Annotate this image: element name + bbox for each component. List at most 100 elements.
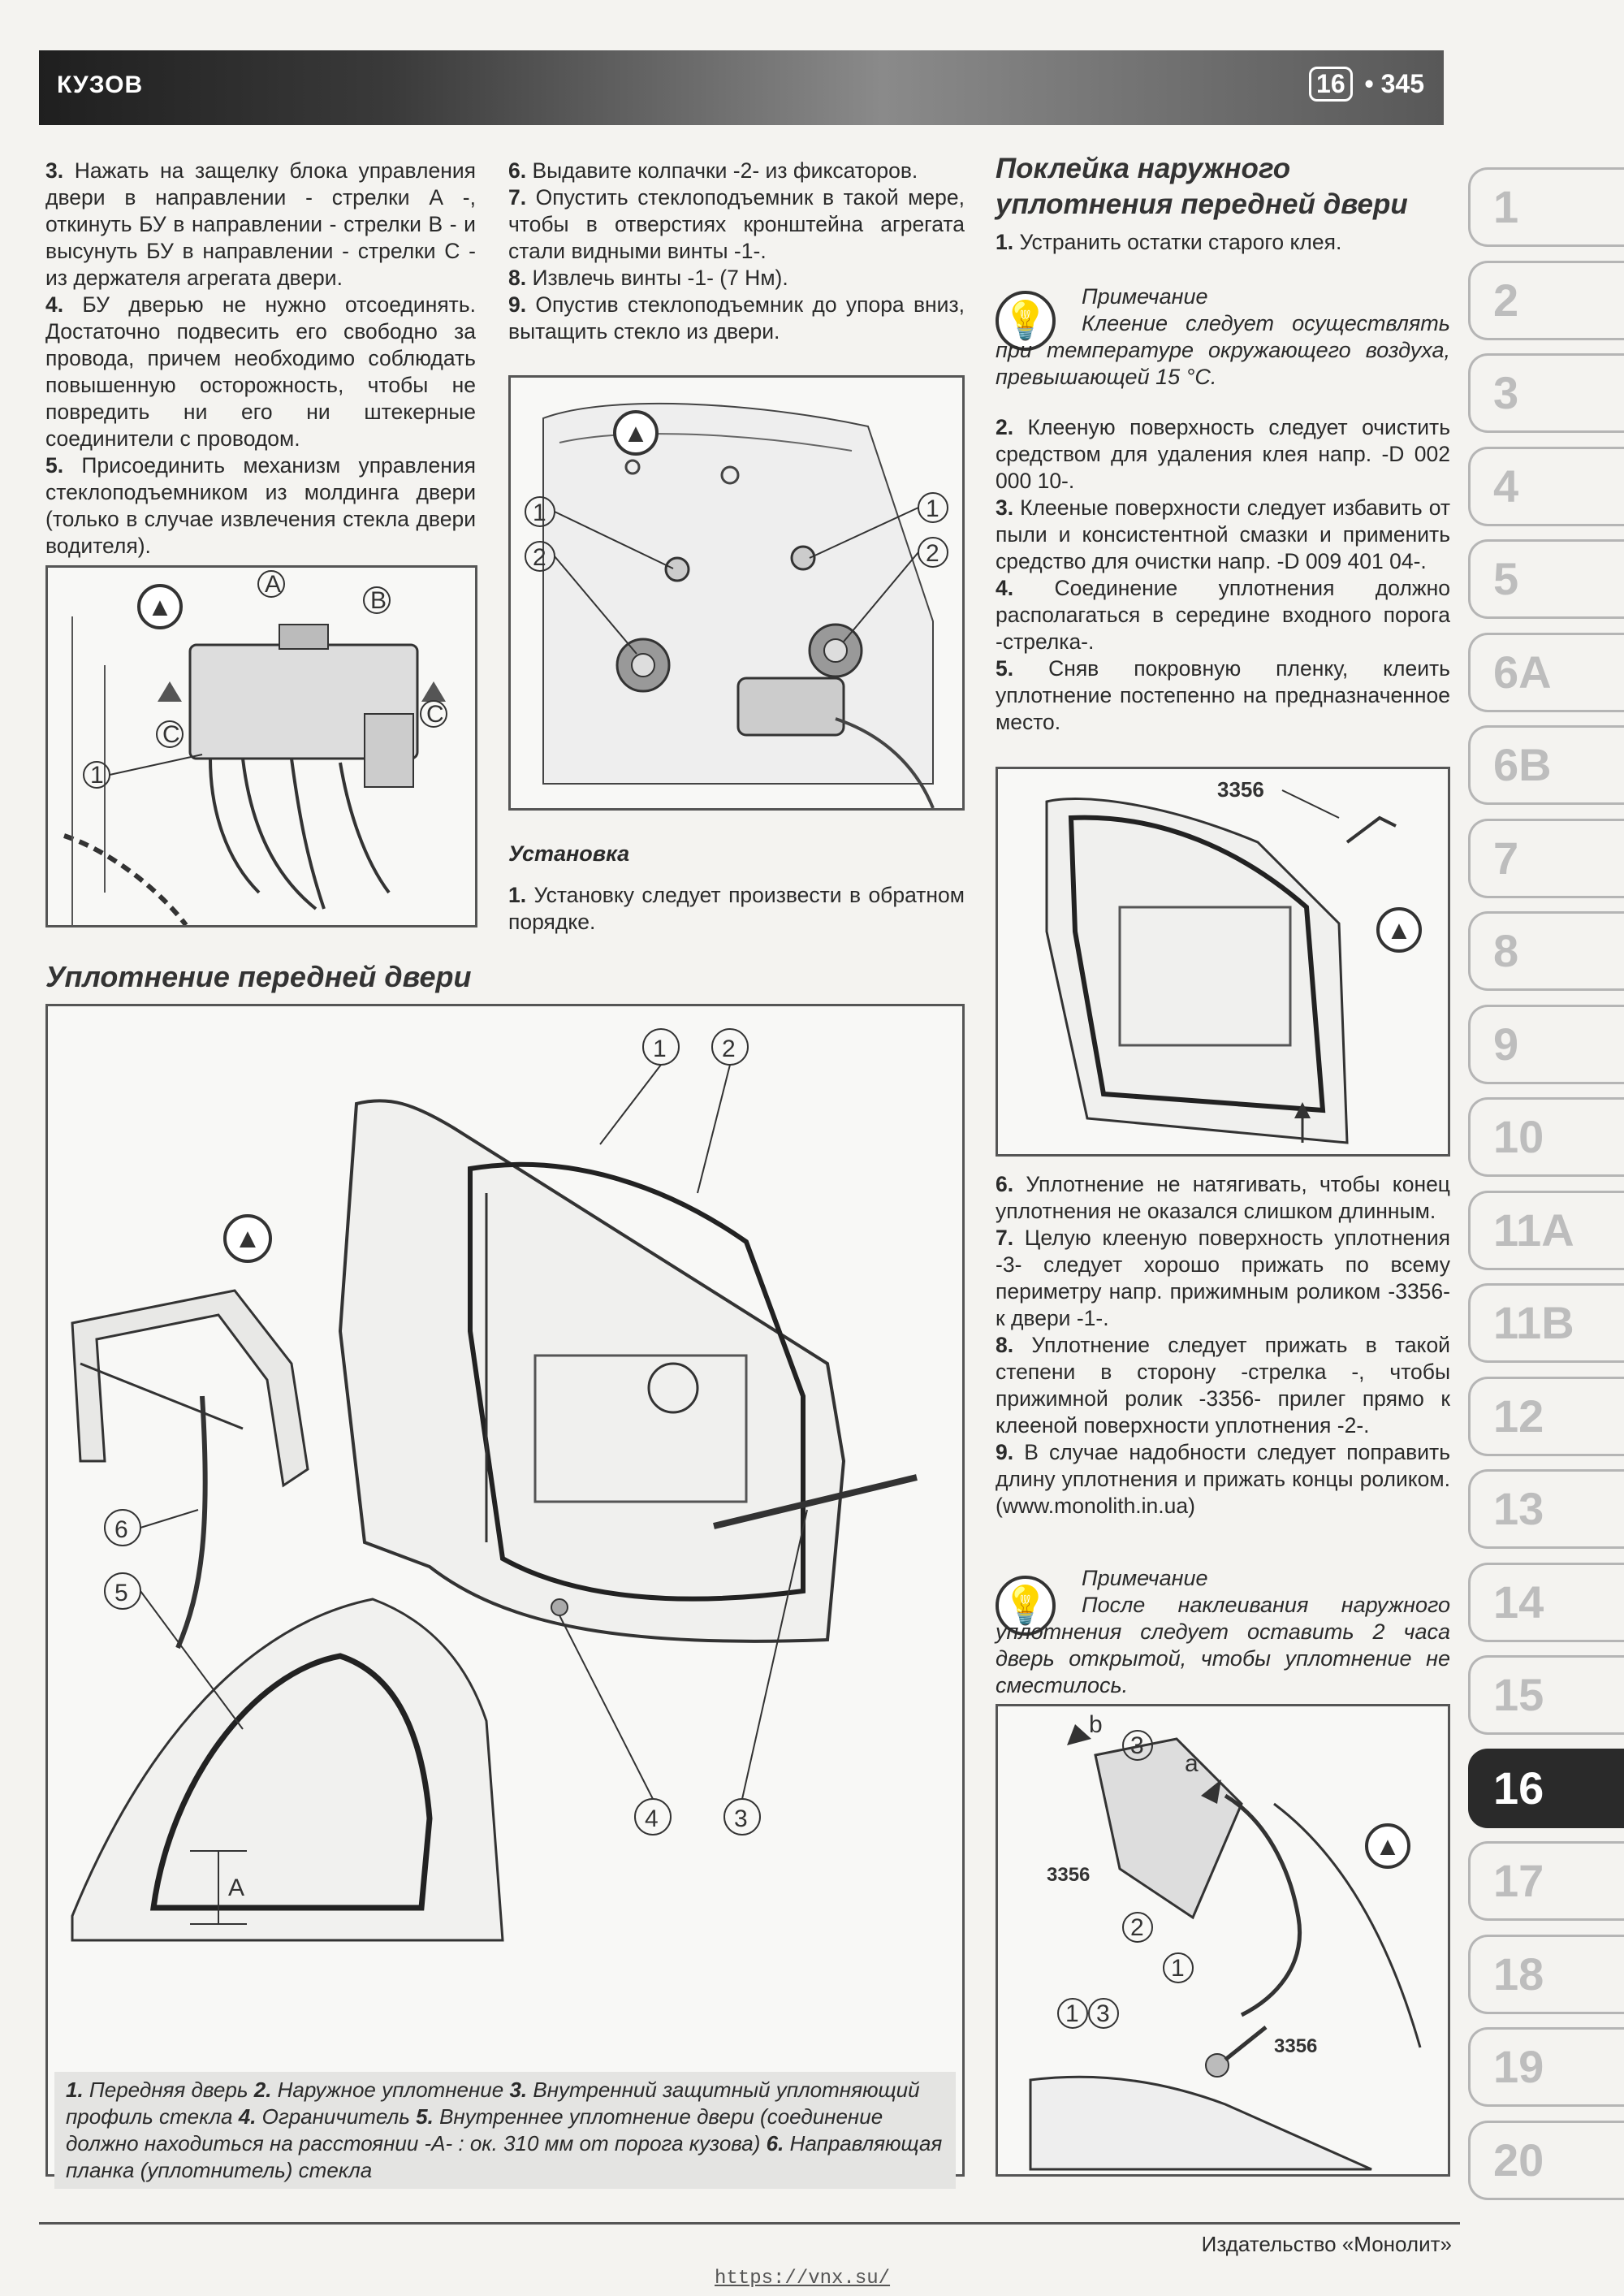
manual-logo-icon: ▲ [1365,1823,1410,1869]
col3-steps-6-9: 6. Уплотнение не натягивать, чтобы конец… [996,1171,1450,1520]
seal-section-title: Уплотнение передней двери [45,960,472,993]
tab-chapter-11b[interactable]: 11B [1468,1283,1624,1363]
manual-logo-icon: ▲ [223,1214,272,1263]
label-6: 6 [114,1516,128,1543]
section-title: КУЗОВ [57,71,144,98]
label-1-left: 1 [533,499,546,526]
label-1-mid: 1 [1171,1955,1185,1982]
column-1-text: 3. Нажать на защелку блока управления дв… [45,158,476,560]
col3-title: Поклейка наружного уплотнения передней д… [996,153,1408,220]
tab-chapter-15[interactable]: 15 [1468,1655,1624,1735]
label-3-bottom: 3 [1096,2000,1110,2027]
step-4: 4. БУ дверью не нужно отсоединять. Доста… [45,292,476,451]
chapter-badge: 16 [1309,67,1353,102]
figure-caption: 1. Передняя дверь 2. Наружное уплотнение… [54,2072,956,2189]
tab-chapter-11a[interactable]: 11A [1468,1190,1624,1270]
footer-url[interactable]: https://vnx.su/ [715,2268,891,2290]
lightbulb-icon: 💡 [996,291,1056,351]
label-3356-bottom: 3356 [1274,2035,1317,2057]
lightbulb-icon: 💡 [996,1576,1056,1636]
tab-chapter-18[interactable]: 18 [1468,1934,1624,2014]
roller-figure: b 3 a 3356 2 1 1 3 3356 ▲ [996,1704,1450,2177]
manual-logo-icon: ▲ [1376,907,1422,953]
door-seal-figure: A 1 2 3 4 5 6 ▲ 1. Передняя дверь 2. Нар… [45,1004,965,2189]
label-B: B [370,587,387,614]
col3-step-1: 1. Устранить остатки старого клея. [996,230,1342,254]
note-1-text: Клеение следует осуществлять при темпера… [996,311,1450,389]
tab-chapter-12[interactable]: 12 [1468,1376,1624,1456]
window-regulator-drawing: 1 2 1 2 [525,402,948,809]
label-1-bottom: 1 [1065,2000,1079,2027]
label-A: A [265,571,281,598]
install-step: 1. Установку следует произвести в обратн… [508,883,965,934]
tab-chapter-14[interactable]: 14 [1468,1562,1624,1642]
step-7b: 7. Целую клееную поверхность уплотнения … [996,1226,1450,1330]
header-bullet: • [1364,69,1374,98]
step-8b: 8. Уплотнение следует прижать в такой ст… [996,1333,1450,1438]
tab-chapter-2[interactable]: 2 [1468,260,1624,340]
step-6b: 6. Уплотнение не натягивать, чтобы конец… [996,1172,1450,1223]
tab-chapter-6b[interactable]: 6B [1468,725,1624,805]
label-a: a [1185,1750,1199,1777]
tab-chapter-3[interactable]: 3 [1468,353,1624,433]
tab-chapter-5[interactable]: 5 [1468,539,1624,619]
tab-chapter-9[interactable]: 9 [1468,1004,1624,1084]
step-9b: 9. В случае надобности следует поправить… [996,1440,1451,1518]
label-4: 4 [645,1805,659,1832]
step-3: 3. Клееные поверхности следует избавить … [996,495,1450,573]
tab-chapter-6a[interactable]: 6A [1468,632,1624,712]
control-unit-figure: A B C C 1 ▲ [45,565,477,927]
label-C-right: C [426,701,444,728]
note-2-title: Примечание [1082,1566,1208,1590]
tab-chapter-13[interactable]: 13 [1468,1469,1624,1549]
tab-chapter-1[interactable]: 1 [1468,167,1624,247]
tab-chapter-4[interactable]: 4 [1468,446,1624,526]
step-5: 5. Присоединить механизм управления стек… [45,453,476,558]
page-header: КУЗОВ 16 • 345 [39,50,1444,125]
note-1-title: Примечание [1082,284,1208,309]
label-1: 1 [90,762,104,789]
window-regulator-figure: 1 2 1 2 ▲ [508,375,965,811]
column-2-text: 6. Выдавите колпачки -2- из фиксаторов. … [508,158,965,345]
step-7: 7. Опустить стеклоподъемник в такой мере… [508,185,965,263]
tab-chapter-10[interactable]: 10 [1468,1097,1624,1177]
seal-gluing-drawing: 3356 [1045,777,1397,1144]
step-4: 4. Соединение уплотнения должно располаг… [996,576,1450,654]
page-number: 345 [1380,69,1424,98]
label-b: b [1089,1711,1103,1738]
door-seal-drawing: A 1 2 3 4 5 6 [71,1028,918,1942]
manual-logo-icon: ▲ [613,410,659,456]
label-2: 2 [1130,1914,1144,1941]
label-C-left: C [162,721,180,748]
step-5: 5. Сняв покровную пленку, клеить уплотне… [996,656,1450,734]
label-2: 2 [722,1036,736,1062]
step-9: 9. Опустив стеклоподъемник до упора вниз… [508,292,965,344]
label-A: A [228,1874,244,1901]
step-3: 3. Нажать на защелку блока управления дв… [45,158,476,290]
tab-chapter-7[interactable]: 7 [1468,818,1624,898]
control-unit-drawing: A B C C 1 [63,570,447,927]
step-6: 6. Выдавите колпачки -2- из фиксаторов. [508,158,918,183]
label-1: 1 [653,1036,667,1062]
seal-gluing-figure: 3356 ▲ [996,767,1450,1157]
manual-logo-icon: ▲ [137,584,183,629]
footer-rule [39,2222,1460,2225]
label-3: 3 [734,1805,748,1832]
roller-drawing: b 3 a 3356 2 1 1 3 3356 [1029,1711,1422,2171]
tab-chapter-17[interactable]: 17 [1468,1841,1624,1921]
step-8: 8. Извлечь винты -1- (7 Нм). [508,266,788,290]
tab-chapter-16[interactable]: 16 [1468,1748,1624,1828]
step-2: 2. Клееную поверхность следует очистить … [996,415,1450,493]
tab-chapter-8[interactable]: 8 [1468,911,1624,991]
label-3356: 3356 [1217,777,1264,802]
label-2-left: 2 [533,544,546,571]
page-number-block: 16 • 345 [1309,67,1424,102]
tab-chapter-19[interactable]: 19 [1468,2027,1624,2107]
publisher: Издательство «Монолит» [1201,2232,1452,2256]
col3-steps-2-5: 2. Клееную поверхность следует очистить … [996,414,1450,736]
tab-chapter-20[interactable]: 20 [1468,2120,1624,2200]
note-2-text: После наклеивания наружного уплотнения с… [996,1593,1450,1697]
label-5: 5 [114,1580,128,1606]
label-3-top: 3 [1130,1732,1144,1759]
label-1-right: 1 [926,495,939,522]
